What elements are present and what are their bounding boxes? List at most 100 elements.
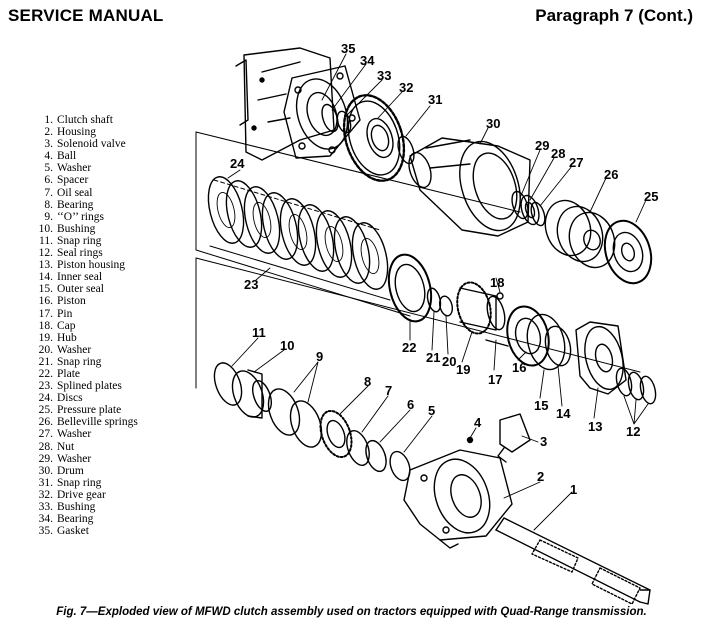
legend-item: 23.Splined plates [38,380,122,393]
callout-label: 27 [569,155,583,170]
callout-label: 34 [360,53,375,68]
legend-item: 18.Cap [38,319,76,332]
callout-label: 35 [341,41,355,56]
manual-title: SERVICE MANUAL [8,6,164,25]
bearing-34 [321,103,339,133]
washer-27 [530,201,546,227]
drive-gear [342,94,406,182]
pressure-plate [603,219,653,285]
callout-label: 22 [402,340,416,355]
callout-label: 2 [537,469,544,484]
legend-item: 31.Snap ring [38,476,102,489]
clutch-pack [207,176,391,301]
legend-item: 26.Belleville springs [38,416,138,429]
legend-item: 17.Pin [38,307,73,320]
cap-18 [496,292,504,300]
inner-seal-14 [544,325,572,367]
drum [408,137,531,237]
callout-label: 8 [364,374,371,389]
washer-20 [438,295,454,317]
nut-28 [520,194,540,226]
legend-item: 32.Drive gear [38,488,106,501]
legend-item: 29.Washer [38,452,92,465]
legend-item: 30.Drum [38,464,84,477]
legend-item: 5.Washer [44,162,92,175]
callout-label: 19 [456,362,470,377]
callout-label: 23 [244,277,258,292]
legend-item: 10.Bushing [38,222,96,235]
legend-item: 12.Seal rings [38,247,103,260]
clutch-shaft [495,517,651,605]
legend-item: 15.Outer seal [38,283,104,296]
callout-label: 6 [407,397,414,412]
bearing-8 [319,409,353,459]
washer-5 [389,450,411,482]
callout-label: 24 [230,156,245,171]
callout-label: 17 [488,372,502,387]
parts-legend: 1.Clutch shaft 2.Housing 3.Solenoid valv… [36,114,138,537]
callout-label: 18 [490,275,504,290]
callout-label: 26 [604,167,618,182]
paragraph-reference: Paragraph 7 (Cont.) [535,6,693,25]
callout-label: 16 [512,360,526,375]
callout-label: 1 [570,482,577,497]
legend-item: 11.Snap ring [39,234,102,247]
legend-item: 1.Clutch shaft [44,114,113,126]
legend-item: 25.Pressure plate [38,404,122,417]
spacer-6 [365,439,387,473]
callout-label: 4 [474,415,482,430]
belleville-springs [544,199,616,269]
callout-label: 31 [428,92,442,107]
seal-ring [639,375,657,405]
legend-item: 4.Ball [44,150,77,163]
snap-ring-31 [397,135,415,165]
snap-ring-21 [426,287,442,313]
gasket-flange [283,65,361,159]
legend-item: 7.Oil seal [44,186,93,199]
bushing-10 [231,369,272,419]
piston-16 [506,305,550,367]
legend-item: 24.Discs [38,392,83,405]
seal-ring [615,367,633,397]
legend-item: 34.Bearing [38,513,94,526]
callout-label: 30 [486,116,500,131]
callout-label: 11 [252,325,266,340]
legend-item: 21.Snap ring [38,355,102,368]
callout-label: 33 [377,68,391,83]
callout-label: 7 [385,383,392,398]
housing-2 [403,449,513,549]
callout-label: 21 [426,350,440,365]
legend-item: 14.Inner seal [38,271,103,284]
pin-17 [485,339,509,347]
snap-ring-11 [213,362,243,406]
o-ring [267,388,301,436]
callout-label: 5 [428,403,435,418]
legend-item: 28.Nut [38,440,75,453]
callout-label: 20 [442,354,456,369]
legend-item: 2.Housing [44,126,96,139]
callout-label: 9 [316,349,323,364]
callout-label: 15 [534,398,548,413]
callout-label: 3 [540,434,547,449]
outer-seal-15 [526,313,566,371]
callout-label: 14 [556,406,571,421]
legend-item: 13.Piston housing [38,259,126,272]
callout-label: 12 [626,424,640,439]
solenoid-valve [497,413,531,463]
legend-item: 33.Bushing [38,501,96,513]
callout-label: 29 [535,138,549,153]
legend-item: 27.Washer [38,428,92,441]
callout-label: 10 [280,338,294,353]
legend-item: 20.Washer [38,343,92,356]
callout-label: 28 [551,146,565,161]
legend-item: 16.Piston [38,295,86,308]
piston-housing [575,321,627,395]
callout-label: 25 [644,189,658,204]
hub [456,281,506,335]
legend-item: 35.Gasket [38,525,89,538]
transmission-case-fragment [235,47,335,161]
legend-item: 22.Plate [38,367,80,380]
o-ring [289,400,323,448]
callout-label: 32 [399,80,413,95]
legend-item: 3.Solenoid valve [44,138,126,151]
